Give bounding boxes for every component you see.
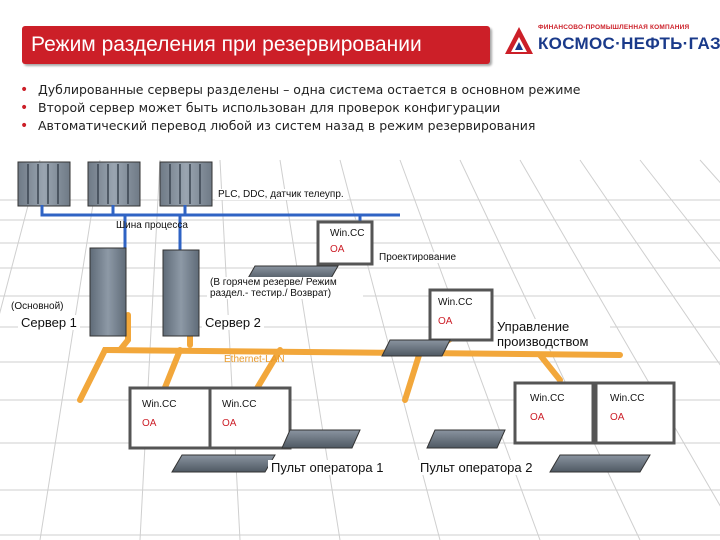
- logo-name: КОСМОС·НЕФТЬ·ГАЗ: [538, 34, 720, 53]
- op2-oa-b: OA: [610, 412, 625, 423]
- mgmt-wincc: Win.CC: [438, 297, 473, 308]
- mgmt-monitor: [428, 288, 494, 342]
- server-1-tower: [89, 247, 127, 337]
- plc-label: PLC, DDC, датчик телеупр.: [215, 189, 347, 200]
- server-2-label: Сервер 2: [202, 315, 264, 330]
- plc-rack: [17, 161, 71, 207]
- eng-wincc: Win.CC: [330, 228, 365, 239]
- server-1-label: Сервер 1: [18, 315, 80, 330]
- eng-oa: OA: [330, 244, 345, 255]
- server-1-mode: (Основной): [8, 301, 67, 312]
- op2-label: Пульт оператора 2: [417, 460, 536, 475]
- op1-label: Пульт оператора 1: [268, 460, 387, 475]
- eng-monitor: [316, 220, 374, 266]
- op2-desk-base: [426, 429, 506, 449]
- op1-oa-a: OA: [142, 418, 157, 429]
- op1-wincc-a: Win.CC: [142, 399, 177, 410]
- op2-wincc-b: Win.CC: [610, 393, 645, 404]
- mgmt-label: Управление производством: [494, 319, 610, 349]
- plc-rack: [159, 161, 213, 207]
- logo-subtitle: ФИНАНСОВО-ПРОМЫШЛЕННАЯ КОМПАНИЯ: [538, 24, 690, 31]
- op1-keyboard: [171, 454, 276, 473]
- op2-monitor-b: [594, 381, 676, 445]
- network-diagram: [0, 159, 720, 540]
- bullet-item: Автоматический перевод любой из систем н…: [20, 117, 581, 135]
- process-bus-label: Шина процесса: [116, 220, 188, 231]
- slide-title: Режим разделения при резервировании: [22, 26, 490, 64]
- op1-desk-base: [281, 429, 361, 449]
- op2-keyboard: [549, 454, 651, 473]
- bullet-list: Дублированные серверы разделены – одна с…: [20, 81, 581, 135]
- plc-rack: [87, 161, 141, 207]
- eng-label: Проектирование: [376, 252, 460, 263]
- op2-monitor-a: [513, 381, 595, 445]
- op2-oa-a: OA: [530, 412, 545, 423]
- ethernet-label: Ethernet-LAN: [224, 354, 285, 365]
- logo-emblem-icon: [505, 27, 533, 54]
- server-2-tower: [162, 249, 200, 337]
- op2-wincc-a: Win.CC: [530, 393, 565, 404]
- bullet-item: Дублированные серверы разделены – одна с…: [20, 81, 581, 99]
- op1-wincc-b: Win.CC: [222, 399, 257, 410]
- plc-racks: [17, 161, 213, 207]
- bullet-item: Второй сервер может быть использован для…: [20, 99, 581, 117]
- ethernet-lan: [77, 309, 623, 403]
- op1-monitor-a: [128, 386, 212, 450]
- mgmt-oa: OA: [438, 316, 453, 327]
- op1-monitor-b: [208, 386, 292, 450]
- op1-oa-b: OA: [222, 418, 237, 429]
- server-2-mode: (В горячем резерве/ Режим раздел.- тести…: [207, 277, 363, 299]
- company-logo: ФИНАНСОВО-ПРОМЫШЛЕННАЯ КОМПАНИЯ КОСМОС·Н…: [502, 18, 720, 62]
- mgmt-keyboard: [381, 339, 451, 357]
